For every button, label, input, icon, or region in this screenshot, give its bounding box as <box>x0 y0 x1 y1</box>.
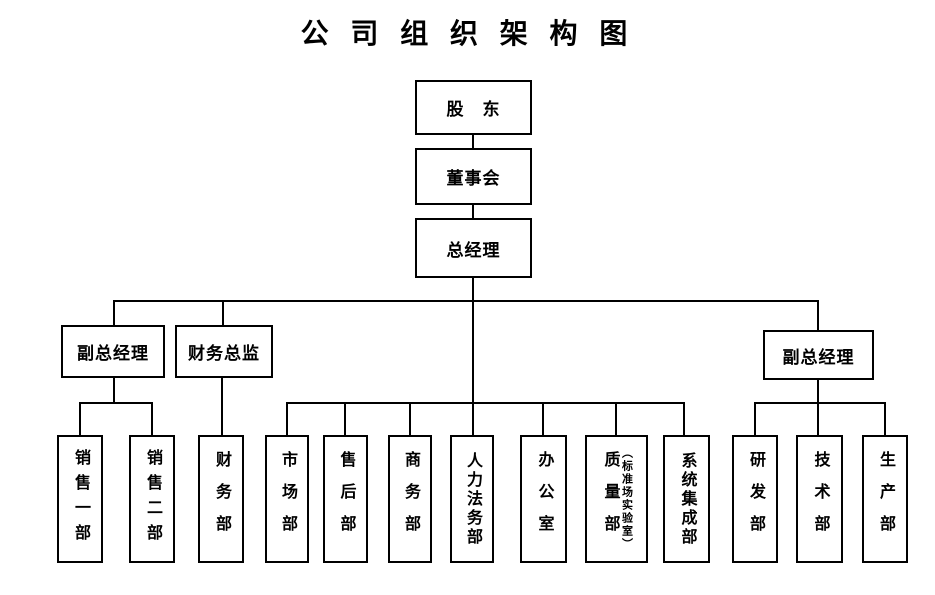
org-box-label: 董事会 <box>446 169 501 188</box>
org-box-technology-dept: 技术部 <box>796 435 843 563</box>
connector-line <box>817 300 819 330</box>
org-box-label: 研发部 <box>747 451 764 547</box>
connector-line <box>754 402 756 435</box>
org-box-label: 质量部 <box>601 451 619 547</box>
org-box-deputy-gm-right: 副总经理 <box>763 330 874 380</box>
org-box-business-dept: 商务部 <box>388 435 432 563</box>
org-box-quality-dept: 质量部 （标准场实验室） <box>585 435 648 563</box>
org-box-label: 销售一部 <box>72 449 89 549</box>
quality-dept-content: 质量部 （标准场实验室） <box>601 447 633 551</box>
org-box-finance-director: 财务总监 <box>175 325 273 378</box>
org-box-rd-dept: 研发部 <box>732 435 778 563</box>
org-box-sales-dept-1: 销售一部 <box>57 435 103 563</box>
connector-line <box>286 402 685 404</box>
page-title: 公 司 组 织 架 构 图 <box>300 18 635 49</box>
org-box-label: 副总经理 <box>77 344 149 363</box>
connector-line <box>113 300 819 302</box>
connector-line <box>683 402 685 435</box>
connector-line <box>542 402 544 435</box>
org-box-label: 人力法务部 <box>464 451 481 547</box>
connector-line <box>286 402 288 435</box>
org-box-label: 财务总监 <box>188 344 260 363</box>
org-box-sublabel: （标准场实验室） <box>620 447 633 551</box>
connector-line <box>79 402 153 404</box>
org-box-marketing-dept: 市场部 <box>265 435 309 563</box>
org-box-board-of-directors: 董事会 <box>415 148 532 205</box>
org-box-label: 股 东 <box>446 100 501 119</box>
connector-line <box>113 300 115 325</box>
org-box-sales-dept-2: 销售二部 <box>129 435 175 563</box>
org-box-system-integration-dept: 系统集成部 <box>663 435 710 563</box>
connector-line <box>817 380 819 435</box>
connector-line <box>151 402 153 435</box>
connector-line <box>754 402 886 404</box>
connector-line <box>79 402 81 435</box>
connector-line <box>221 378 223 435</box>
connector-line <box>615 402 617 435</box>
connector-line <box>344 402 346 435</box>
connector-line <box>222 300 224 325</box>
org-box-general-manager: 总经理 <box>415 218 532 278</box>
org-box-label: 副总经理 <box>782 347 855 367</box>
org-box-production-dept: 生产部 <box>862 435 908 563</box>
org-box-label: 技术部 <box>811 451 829 547</box>
connector-line <box>472 278 474 435</box>
connector-line <box>113 378 115 404</box>
org-box-finance-dept: 财务部 <box>198 435 244 563</box>
org-box-hr-legal-dept: 人力法务部 <box>450 435 494 563</box>
org-box-label: 售后部 <box>337 451 355 547</box>
org-box-label: 生产部 <box>877 451 894 547</box>
org-box-label: 财务部 <box>213 451 230 547</box>
org-box-label: 市场部 <box>279 451 296 547</box>
org-box-label: 总经理 <box>446 240 501 260</box>
org-box-shareholders: 股 东 <box>415 80 532 135</box>
org-box-office: 办公室 <box>520 435 567 563</box>
org-box-label: 办公室 <box>535 451 553 547</box>
connector-line <box>884 402 886 435</box>
connector-line <box>472 135 474 148</box>
org-box-label: 系统集成部 <box>678 451 696 547</box>
connector-line <box>472 205 474 218</box>
org-box-after-sales-dept: 售后部 <box>323 435 368 563</box>
org-box-deputy-gm-left: 副总经理 <box>61 325 165 378</box>
connector-line <box>409 402 411 435</box>
org-box-label: 商务部 <box>402 451 419 547</box>
org-box-label: 销售二部 <box>144 449 161 549</box>
